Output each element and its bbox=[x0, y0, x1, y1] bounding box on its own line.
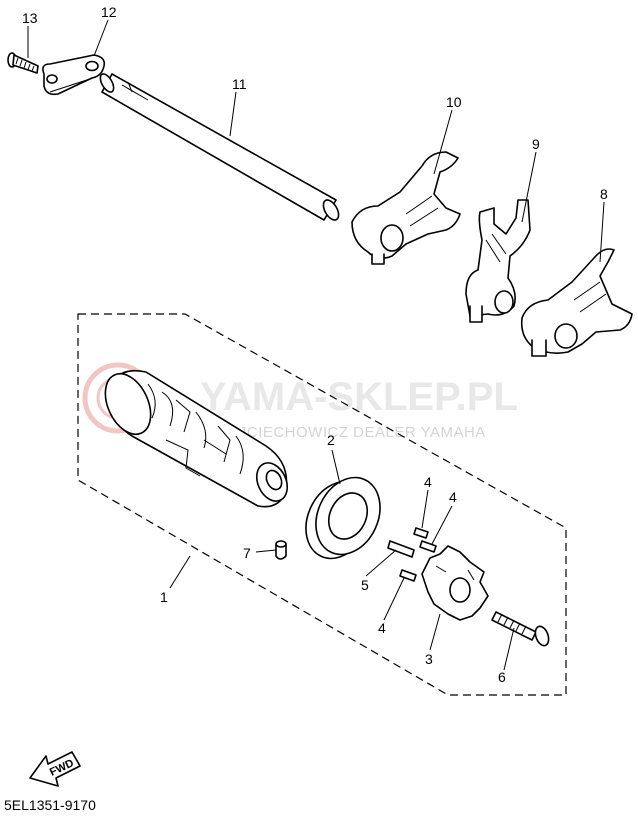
shift-drum-1 bbox=[104, 369, 289, 508]
shift-fork-10 bbox=[351, 151, 461, 265]
segment-3 bbox=[421, 545, 489, 621]
assembly-boundary bbox=[77, 313, 567, 696]
bolt-6 bbox=[491, 611, 550, 647]
pin-4c bbox=[399, 569, 417, 582]
callout-1: 1 bbox=[160, 589, 168, 605]
leader-lines bbox=[27, 19, 605, 671]
pin-4b bbox=[419, 540, 437, 553]
fwd-arrow-icon: FWD bbox=[29, 751, 81, 787]
callout-4a: 4 bbox=[424, 474, 432, 490]
callout-13: 13 bbox=[22, 10, 38, 26]
callouts: 13 12 11 10 9 8 1 2 7 4 4 5 4 3 6 bbox=[22, 4, 608, 685]
callout-10: 10 bbox=[446, 94, 462, 110]
callout-12: 12 bbox=[101, 4, 117, 20]
watermark-subtitle: WOJCIECHOWICZ DEALER YAMAHA bbox=[212, 424, 486, 441]
watermark-brand: YAMA-SKLEP.PL bbox=[200, 375, 518, 419]
diagram-code: 5EL1351-9170 bbox=[4, 797, 96, 813]
callout-5: 5 bbox=[361, 577, 369, 593]
bearing-2 bbox=[305, 476, 381, 560]
stopper-plate-12 bbox=[42, 54, 106, 96]
callout-8: 8 bbox=[600, 186, 608, 202]
callout-6: 6 bbox=[498, 669, 506, 685]
pin-5 bbox=[387, 540, 415, 558]
callout-9: 9 bbox=[532, 136, 540, 152]
callout-4b: 4 bbox=[449, 489, 457, 505]
shift-fork-8 bbox=[520, 248, 633, 357]
callout-11: 11 bbox=[232, 76, 247, 92]
screw-13 bbox=[7, 52, 39, 74]
guide-bar-11 bbox=[99, 73, 340, 221]
callout-3: 3 bbox=[425, 651, 433, 667]
callout-2: 2 bbox=[327, 432, 335, 448]
screw-7 bbox=[275, 540, 287, 560]
shift-fork-9 bbox=[465, 199, 531, 323]
pin-4a bbox=[413, 527, 429, 539]
callout-4c: 4 bbox=[378, 620, 386, 636]
callout-7: 7 bbox=[243, 545, 251, 561]
